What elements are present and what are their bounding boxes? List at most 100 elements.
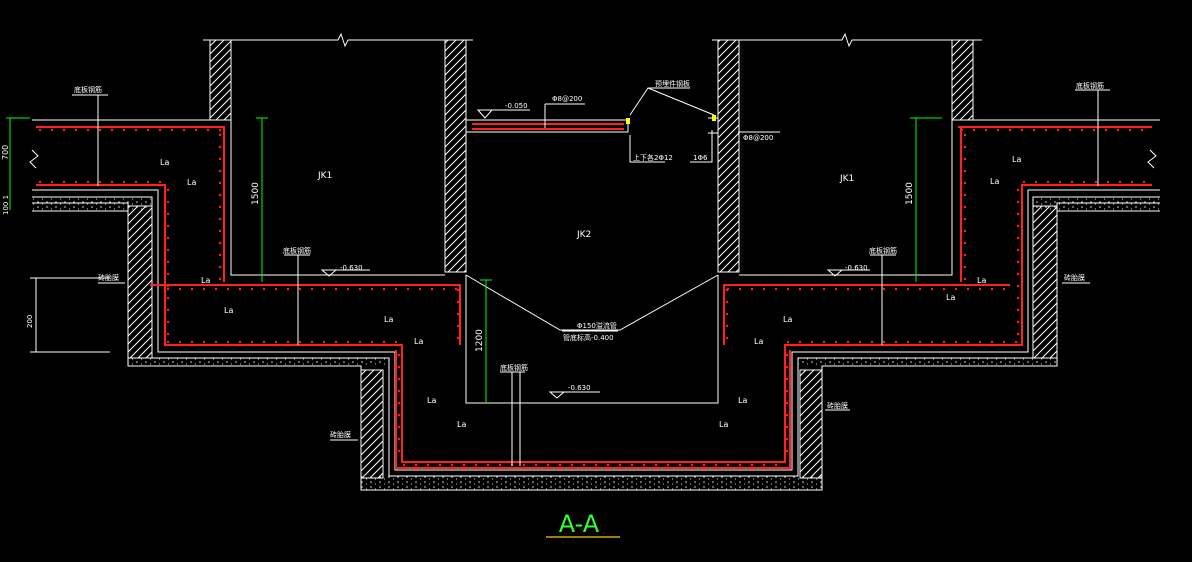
rebar-dot bbox=[1016, 248, 1020, 252]
note-top-right: 预埋件钢板 bbox=[655, 79, 690, 88]
rebar-dot bbox=[774, 287, 778, 291]
rebar-dot bbox=[960, 128, 964, 132]
rebar-dot bbox=[1016, 212, 1020, 216]
label-slab-edge: 上下各2Φ12 bbox=[633, 153, 673, 162]
rebar-dot bbox=[370, 340, 374, 344]
note-right-mid: 底板钢筋 bbox=[869, 246, 897, 255]
rebar-dot bbox=[394, 287, 398, 291]
rebar-dot bbox=[346, 287, 350, 291]
rebar-dot bbox=[582, 463, 586, 467]
rebar-dot bbox=[785, 449, 789, 453]
rebar-dot bbox=[486, 463, 490, 467]
rebar-dot bbox=[166, 296, 170, 300]
rebar-dot bbox=[430, 287, 434, 291]
rebar-dot bbox=[1128, 128, 1132, 132]
rebar-dot bbox=[642, 463, 646, 467]
rebar-dot bbox=[963, 265, 967, 269]
cushion-layers bbox=[32, 197, 1160, 490]
rebar-dot bbox=[963, 145, 967, 149]
rebar-dot bbox=[942, 340, 946, 344]
rebar-dot bbox=[74, 128, 78, 132]
rebar-dot bbox=[166, 287, 170, 291]
rebar-dot bbox=[166, 320, 170, 324]
rebar-dot bbox=[1106, 180, 1110, 184]
rebar-dot bbox=[798, 340, 802, 344]
rebar-dot bbox=[1094, 180, 1098, 184]
rebar-dot bbox=[834, 287, 838, 291]
rebar-dot bbox=[725, 288, 729, 292]
rebar-dot bbox=[166, 188, 170, 192]
rebar-dot bbox=[942, 287, 946, 291]
rebar-dot bbox=[846, 287, 850, 291]
lap-label: La bbox=[738, 396, 747, 405]
rebar-dot bbox=[274, 287, 278, 291]
rebar-dot bbox=[397, 449, 401, 453]
rebar-dot bbox=[666, 463, 670, 467]
rebar-dot bbox=[1016, 320, 1020, 324]
wall-left-upper bbox=[209, 39, 232, 121]
rebar-dot bbox=[178, 287, 182, 291]
rebar-dot bbox=[750, 463, 754, 467]
rebar-dot bbox=[250, 287, 254, 291]
note-right-top: 底板钢筋 bbox=[1076, 81, 1104, 90]
rebar-dot bbox=[456, 300, 460, 304]
rebar-dot bbox=[1016, 188, 1020, 192]
rebar-dot bbox=[654, 463, 658, 467]
rebar-dot bbox=[966, 340, 970, 344]
rebar-dot bbox=[963, 133, 967, 137]
leader-wall-edge bbox=[690, 130, 713, 163]
rebar-dot bbox=[397, 425, 401, 429]
rebar-dot bbox=[218, 229, 222, 233]
wall-center-right bbox=[717, 39, 740, 273]
rebar-dot bbox=[918, 340, 922, 344]
leader-slab-edge bbox=[629, 135, 665, 163]
rebar-dot bbox=[238, 287, 242, 291]
rebar-dot bbox=[122, 180, 126, 184]
rebar-dot bbox=[397, 389, 401, 393]
note-left-top: 底板钢筋 bbox=[74, 85, 102, 94]
label-wall-edge: 1Φ6 bbox=[693, 154, 708, 162]
rebar-dot bbox=[963, 169, 967, 173]
rebar-dot bbox=[370, 287, 374, 291]
concrete-outline bbox=[32, 117, 1160, 491]
room-right-label: JK1 bbox=[839, 174, 854, 184]
rebar-dot bbox=[906, 340, 910, 344]
rebar-dot bbox=[963, 205, 967, 209]
rebar-dot bbox=[262, 287, 266, 291]
rebar-dot bbox=[250, 340, 254, 344]
lap-label: La bbox=[977, 276, 986, 285]
rebar-dot bbox=[226, 340, 230, 344]
rebar-dot bbox=[906, 287, 910, 291]
rebar-dot bbox=[894, 287, 898, 291]
rebar-dot bbox=[50, 128, 54, 132]
note-left-side: 砖胎膜 bbox=[98, 273, 119, 282]
rebar-dot bbox=[158, 180, 162, 184]
rebar-dot bbox=[630, 463, 634, 467]
rebar-dot bbox=[738, 287, 742, 291]
rebar-dot bbox=[1070, 180, 1074, 184]
rebar-dot bbox=[178, 340, 182, 344]
rebar-dot bbox=[714, 463, 718, 467]
rebar-dot bbox=[474, 463, 478, 467]
rebar-dot bbox=[954, 287, 958, 291]
rebar-dot bbox=[238, 340, 242, 344]
rebar-dot bbox=[262, 340, 266, 344]
rebar-dot bbox=[98, 180, 102, 184]
rebar-dot bbox=[1002, 340, 1006, 344]
rebar-dot bbox=[798, 287, 802, 291]
rebar-dot bbox=[786, 287, 790, 291]
rebar-dot bbox=[930, 287, 934, 291]
rebar-dot bbox=[966, 287, 970, 291]
rebar-dot bbox=[963, 253, 967, 257]
rebar-dot bbox=[166, 248, 170, 252]
rebar-dot bbox=[74, 180, 78, 184]
dim-left-height: 1500 bbox=[251, 182, 261, 205]
rebar-dot bbox=[1056, 128, 1060, 132]
rebar-dot bbox=[166, 224, 170, 228]
lap-label: La bbox=[427, 396, 436, 405]
rebar-dot bbox=[202, 287, 206, 291]
rebar-dot bbox=[1080, 128, 1084, 132]
room-left-label: JK1 bbox=[317, 171, 332, 181]
rebar-dot bbox=[456, 336, 460, 340]
